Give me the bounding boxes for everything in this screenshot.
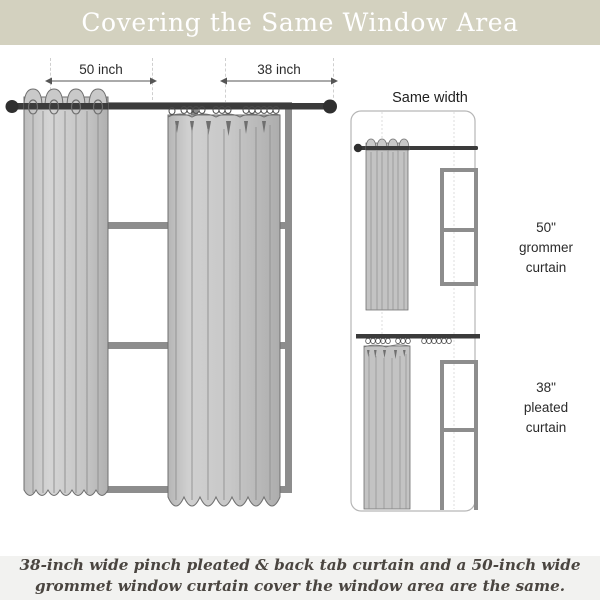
dimension-label-38: 38 inch (257, 62, 301, 77)
note-grommet-size: 50" (536, 220, 556, 235)
note-grommet-line3: curtain (525, 260, 567, 275)
note-pleated-line3: curtain (525, 420, 567, 435)
note-pleated-curtain: 38" pleated curtain (500, 378, 592, 438)
note-grommet-curtain: 50" grommer curtain (500, 218, 592, 278)
dimension-label-50: 50 inch (79, 62, 123, 77)
dimension-arrows (45, 77, 338, 85)
footer-caption: 38-inch wide pinch pleated & back tab cu… (19, 556, 581, 595)
panel-border (350, 110, 476, 512)
pleated-curtain (167, 106, 281, 507)
right-panel-title: Same width (392, 90, 468, 106)
main-window-diagram (5, 88, 337, 507)
curtain-rings (168, 106, 280, 115)
footer-band (0, 556, 600, 600)
grommet-curtain (23, 88, 109, 496)
mini-pleated-scene (356, 334, 480, 510)
note-pleated-size: 38" (536, 380, 556, 395)
mini-grommet-scene (353, 138, 478, 311)
note-grommet-line2: grommer (518, 240, 573, 255)
right-panel-diagram (350, 110, 480, 512)
page-title: Covering the Same Window Area (81, 8, 519, 37)
header-band (0, 0, 600, 45)
note-pleated-line2: pleated (523, 400, 569, 415)
